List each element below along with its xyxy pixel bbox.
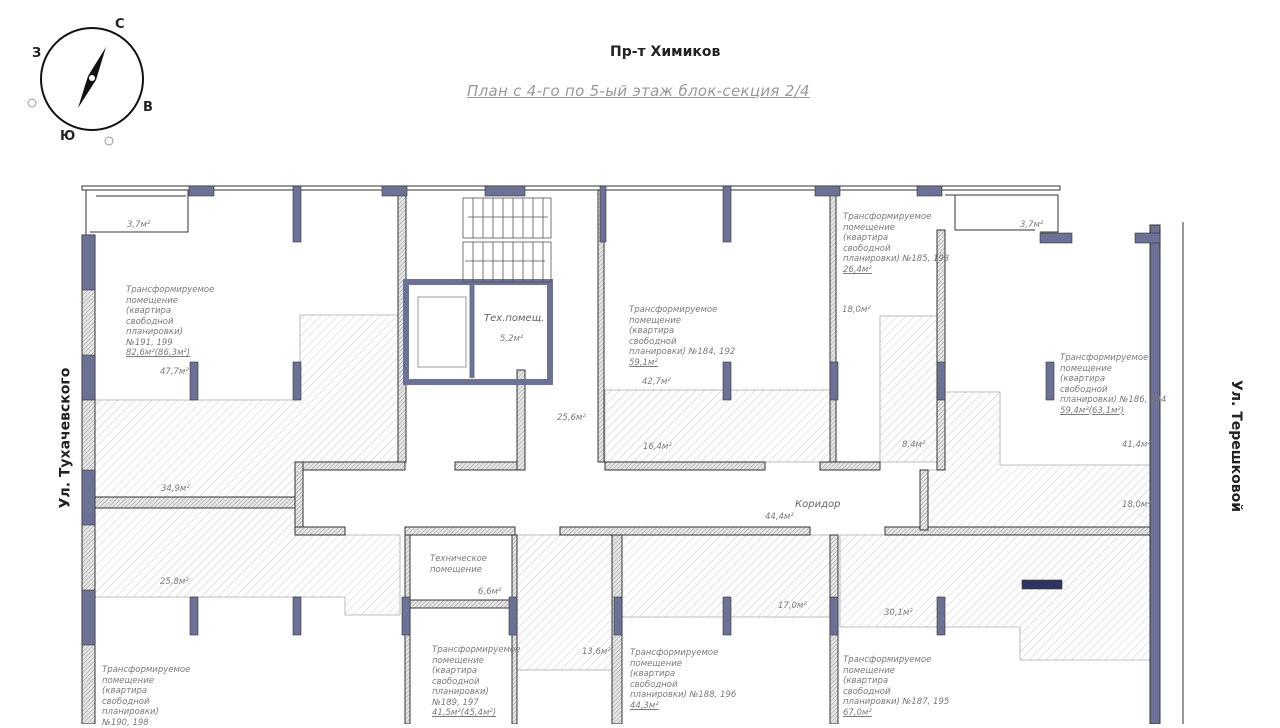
balconies	[85, 190, 1059, 235]
area-label: 5,2м²	[500, 334, 524, 344]
columns	[81, 185, 1161, 646]
area-label: 34,9м²	[161, 484, 190, 494]
tech-room-label: Тех.помещ.	[484, 313, 545, 324]
compass-north: С	[115, 17, 125, 32]
compass-west: З	[32, 46, 42, 61]
corridor-label: Коридор	[795, 499, 841, 510]
area-label: 3,7м²	[127, 220, 151, 230]
area-label: 18,0м²	[1122, 500, 1151, 510]
street-left-label: Ул. Тухачевского	[57, 367, 74, 509]
area-label: 16,4м²	[643, 442, 672, 452]
sun-icon	[27, 98, 114, 146]
area-label: 41,4м²	[1122, 440, 1151, 450]
staircase	[462, 197, 552, 283]
area-label: 18,0м²	[842, 305, 871, 315]
street-top-label: Пр-т Химиков	[610, 44, 721, 60]
area-label: 25,8м²	[160, 577, 189, 587]
compass-icon	[27, 27, 144, 146]
area-label: 3,7м²	[1020, 220, 1044, 230]
area-label: 8,4м²	[902, 440, 926, 450]
area-label: 13,6м²	[582, 647, 611, 657]
plan-title: План с 4-го по 5-ый этаж блок-секция 2/4	[467, 82, 810, 100]
compass-south: Ю	[60, 129, 76, 144]
area-label: 17,0м²	[778, 601, 807, 611]
area-label: 30,1м²	[884, 608, 913, 618]
hatched-zones	[94, 314, 1151, 671]
area-label: 25,6м²	[557, 413, 586, 423]
area-label: 6,6м²	[478, 587, 502, 597]
area-label: 47,7м²	[160, 367, 189, 377]
area-label: 42,7м²	[642, 377, 671, 387]
compass-east: В	[143, 100, 153, 115]
street-right-label: Ул. Терешковой	[1228, 379, 1245, 513]
area-label: 44,4м²	[765, 512, 794, 522]
